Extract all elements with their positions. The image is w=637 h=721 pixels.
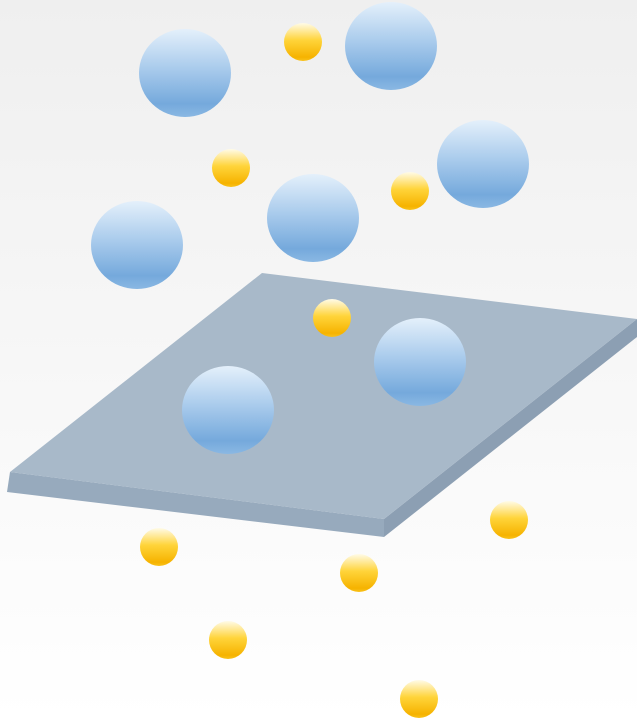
small-particles [140, 23, 528, 718]
membrane-side-face [384, 319, 637, 537]
large-sphere [374, 318, 466, 406]
large-particles [91, 2, 529, 454]
large-sphere [91, 201, 183, 289]
small-sphere [490, 501, 528, 539]
small-sphere [340, 554, 378, 592]
small-sphere [212, 149, 250, 187]
small-sphere [284, 23, 322, 61]
large-sphere [345, 2, 437, 90]
membrane-top-face [10, 273, 637, 519]
large-sphere [182, 366, 274, 454]
small-sphere [209, 621, 247, 659]
small-sphere [391, 172, 429, 210]
large-sphere [139, 29, 231, 117]
small-sphere [313, 299, 351, 337]
small-sphere [400, 680, 438, 718]
large-sphere [437, 120, 529, 208]
membrane [7, 273, 637, 537]
large-sphere [267, 174, 359, 262]
membrane-front-face [7, 472, 384, 537]
small-sphere [140, 528, 178, 566]
